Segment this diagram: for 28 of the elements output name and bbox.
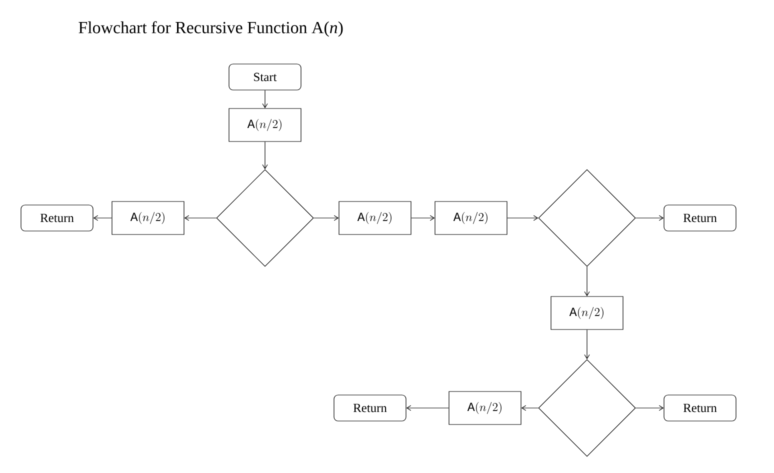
terminal-box: Return [20,204,94,232]
decision-diamond [216,169,314,267]
process-box: $\texttt{A}(n/2)$ [550,296,624,330]
arrow [314,215,339,221]
terminal-box: Return [334,394,406,422]
process-box: $\texttt{A}(n/2)$ [112,201,184,235]
terminal-box: Return [664,394,736,422]
arrow [584,266,590,296]
arrow [262,90,268,108]
arrow [184,215,216,221]
process-box: $\texttt{A}(n/2)$ [228,108,302,142]
terminal-box: Return [664,204,736,232]
arrow [411,215,435,221]
arrow [262,142,268,170]
terminal-box: Start [228,64,302,90]
arrow [636,215,664,221]
process-box: $\texttt{A}(n/2)$ [448,391,522,425]
arrow [584,330,590,360]
decision-diamond [538,169,636,267]
arrow [521,405,538,411]
decision-diamond [538,359,636,457]
process-box: $\texttt{A}(n/2)$ [338,201,412,235]
arrow [93,215,112,221]
arrow [507,215,538,221]
process-box: $\texttt{A}(n/2)$ [434,201,508,235]
arrow [636,405,664,411]
arrow [406,405,449,411]
title: Flowchart for Recursive Function A(n) [78,21,343,37]
